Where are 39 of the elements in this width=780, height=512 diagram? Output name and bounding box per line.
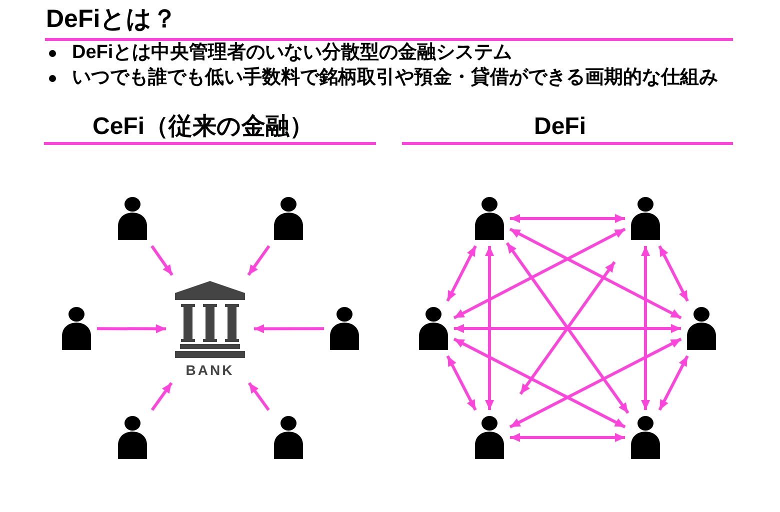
double-arrow (509, 338, 682, 428)
bullet-text: いつでも誰でも低い手数料で銘柄取引や預金・貸借ができる画期的な仕組み (72, 66, 718, 90)
double-arrow (446, 355, 477, 411)
double-arrow (510, 433, 625, 442)
arrow (150, 245, 174, 276)
person-icon (631, 197, 660, 240)
section-heading: DeFi (534, 112, 586, 142)
double-arrow (510, 214, 625, 223)
person-icon (118, 416, 147, 459)
arrow (247, 245, 270, 276)
person-icon (330, 307, 359, 350)
person-icon (419, 307, 448, 350)
person-icon (118, 197, 147, 240)
bullet-text: DeFiとは中央管理者のいない分散型の金融システム (72, 41, 512, 65)
bank-label: BANK (186, 362, 234, 378)
person-icon (687, 307, 716, 350)
arrow (97, 324, 166, 334)
double-arrow (446, 245, 477, 302)
person-icon (274, 197, 303, 240)
person-icon (475, 416, 504, 459)
person-icon (274, 416, 303, 459)
arrow (150, 382, 173, 411)
double-arrow (641, 246, 650, 410)
double-arrow (506, 242, 630, 414)
double-arrow (485, 246, 494, 410)
section-heading: CeFi（従来の金融） (92, 112, 314, 142)
person-icon (475, 197, 504, 240)
slide-title: DeFiとは？ (46, 4, 178, 34)
double-arrow (658, 355, 689, 411)
person-icon (631, 416, 660, 459)
double-arrow (454, 324, 681, 333)
double-arrow (509, 228, 682, 320)
double-arrow (519, 261, 616, 395)
double-arrow (453, 338, 626, 428)
arrow (254, 324, 324, 334)
person-icon (62, 307, 91, 350)
arrow (248, 382, 270, 411)
double-arrow (453, 228, 626, 320)
double-arrow (658, 245, 689, 302)
